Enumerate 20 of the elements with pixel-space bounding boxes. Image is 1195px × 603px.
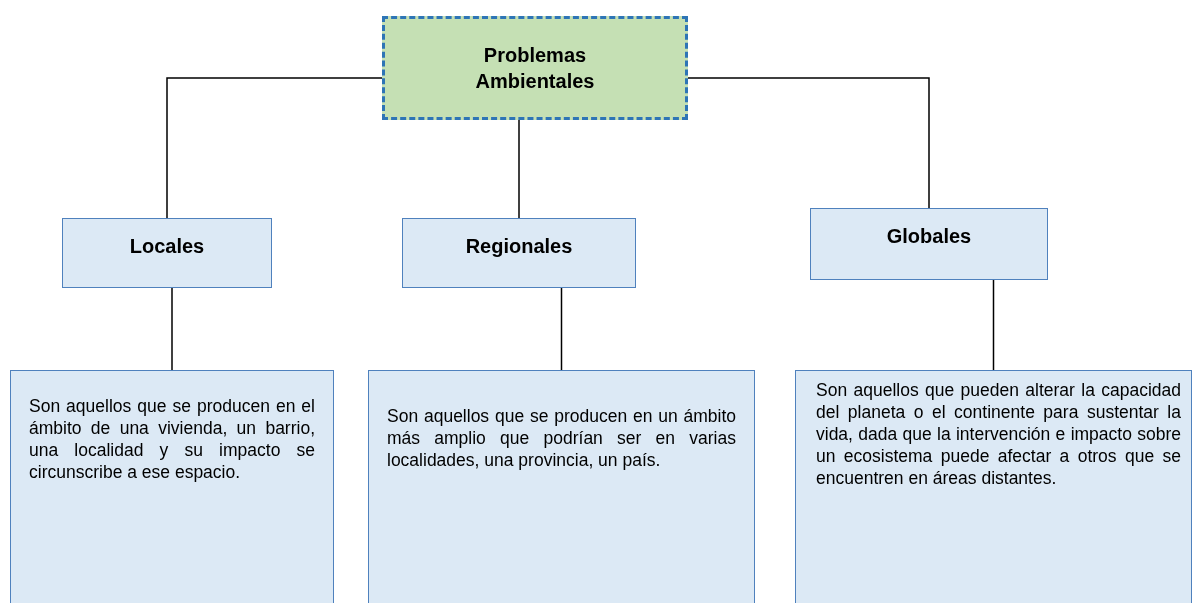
connector-line (171, 287, 173, 371)
description-text: Son aquellos que se producen en el ámbito de una vivienda, un barrio, una localidad y su impacto se circunscribe a ese espacio. (29, 395, 315, 483)
description-box (368, 370, 755, 603)
connector-line (992, 279, 995, 371)
description-text: Son aquellos que se producen en un ámbito más amplio que podrían ser en varias localidades, una provincia, un país. (387, 405, 736, 471)
connector-line (560, 287, 563, 371)
connector-line (687, 77, 930, 209)
connector-line (166, 77, 383, 219)
root-box (382, 16, 688, 120)
heading-text: Globales (886, 224, 972, 249)
category-box (402, 218, 636, 288)
description-box (795, 370, 1192, 603)
category-box (810, 208, 1048, 280)
category-box (62, 218, 272, 288)
connector-line (518, 119, 520, 219)
heading-text: Regionales (465, 234, 573, 259)
heading-text: Locales (129, 234, 205, 259)
description-box (10, 370, 334, 603)
heading-text: Problemas Ambientales (474, 43, 596, 94)
description-text: Son aquellos que pueden alterar la capacidad del planeta o el continente para sustentar la vida, dada que la intervención e impacto sobre un ecosistema puede afectar a otros que se encuentren en áreas distantes. (816, 379, 1181, 489)
